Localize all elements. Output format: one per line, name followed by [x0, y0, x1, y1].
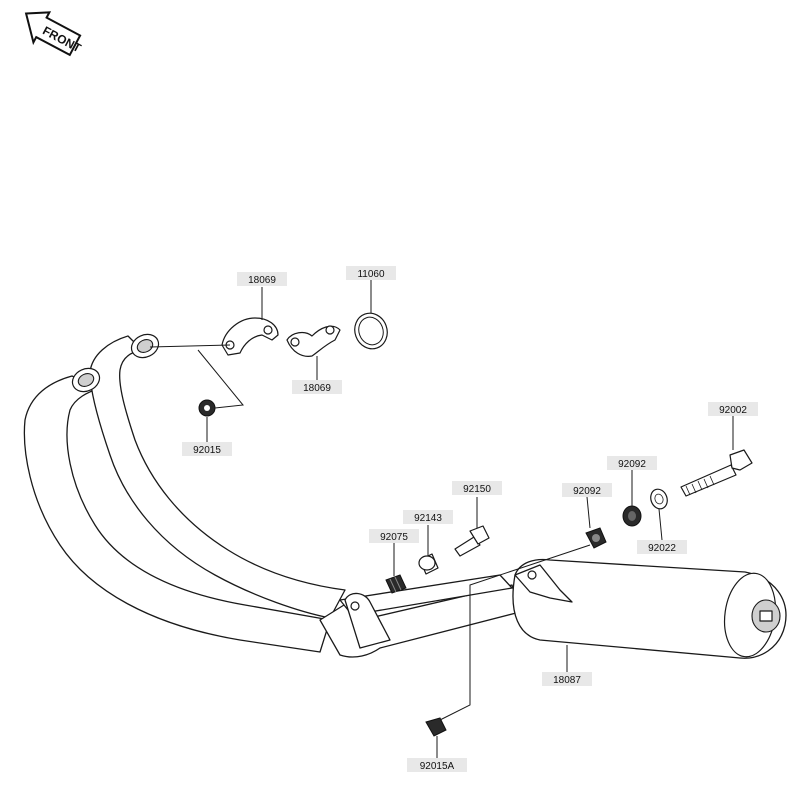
callout-18069-bottom: 18069 — [292, 380, 342, 394]
callout-92002: 92002 — [708, 402, 758, 416]
muffler — [512, 558, 787, 659]
callout-92015: 92015 — [182, 442, 232, 456]
collar-92143 — [418, 553, 439, 575]
front-arrow-icon: FRONT — [24, 11, 84, 57]
header-pipes — [23, 333, 521, 658]
nut-92015 — [198, 399, 216, 417]
bolt-92150 — [454, 525, 490, 557]
callout-92015A: 92015A — [407, 758, 467, 772]
callout-label: 18069 — [303, 383, 331, 394]
grommet-92092-right — [622, 505, 642, 527]
callout-label: 18069 — [248, 275, 276, 286]
callout-92022: 92022 — [637, 540, 687, 554]
bolt-92002 — [680, 449, 753, 497]
callout-label: 92092 — [573, 486, 601, 497]
callout-label: 92015 — [193, 445, 221, 456]
callout-label: 92092 — [618, 459, 646, 470]
callout-11060: 11060 — [346, 266, 396, 280]
callout-18087: 18087 — [542, 672, 592, 686]
callout-label: 92075 — [380, 532, 408, 543]
leader-lines — [149, 280, 734, 758]
callout-label: 18087 — [553, 675, 581, 686]
callout-92143: 92143 — [403, 510, 453, 524]
clamp-18069-top — [221, 317, 279, 356]
callout-92075: 92075 — [369, 529, 419, 543]
clamp-18069-bottom — [286, 325, 341, 357]
washer-92022 — [650, 488, 668, 510]
callout-label: 92150 — [463, 484, 491, 495]
callout-label: 92143 — [414, 513, 442, 524]
gasket-11060 — [354, 312, 388, 350]
callout-18069-top: 18069 — [237, 272, 287, 286]
callout-label: 92022 — [648, 543, 676, 554]
grommet-92092-left — [585, 527, 607, 549]
callout-92092-left: 92092 — [562, 483, 612, 497]
callout-label: 92015A — [420, 761, 455, 772]
nut-92015A — [425, 717, 447, 737]
callout-label: 11060 — [357, 269, 385, 280]
callout-92092-right: 92092 — [607, 456, 657, 470]
callout-92150: 92150 — [452, 481, 502, 495]
callout-label: 92002 — [719, 405, 747, 416]
grommet-92075 — [385, 574, 407, 594]
